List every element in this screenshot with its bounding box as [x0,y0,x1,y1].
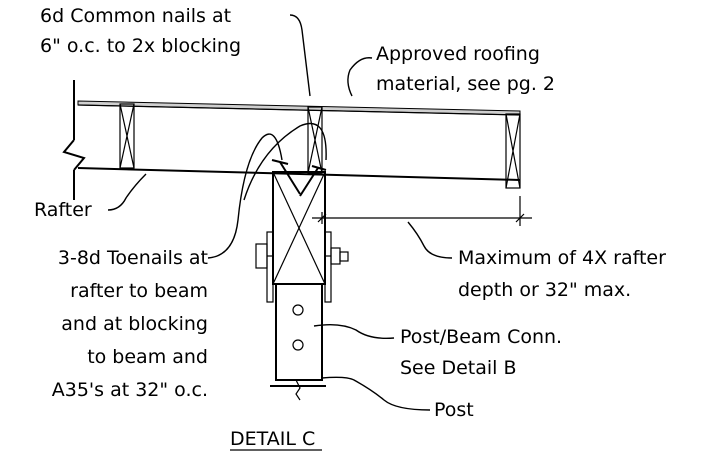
bolt [255,243,349,269]
roof-line2: material, see pg. 2 [376,73,555,95]
toenail-line3: and at blocking [61,313,208,335]
toenail-line1: 3-8d Toenails at [58,247,208,269]
label-rafter: Rafter [34,199,92,221]
left-wall [62,80,86,200]
conn-line1: Post/Beam Conn. [400,326,562,348]
toenail-line4: to beam and [87,346,208,368]
label-roofing: Approved roofing material, see pg. 2 [376,43,555,95]
leaders [107,14,453,411]
label-maximum: Maximum of 4X rafter depth or 32" max. [458,247,666,301]
detail-title: DETAIL C [230,428,322,451]
detail-title-text: DETAIL C [230,428,315,450]
roofing-material [77,100,521,116]
max-line2: depth or 32" max. [458,279,631,301]
nails-line1: 6d Common nails at [40,5,231,27]
label-nails: 6d Common nails at 6" o.c. to 2x blockin… [40,5,241,57]
toenails [271,159,327,197]
conn-line2: See Detail B [400,357,517,379]
nails-line2: 6" o.c. to 2x blocking [40,35,241,57]
beam [272,171,326,285]
label-toenails: 3-8d Toenails at rafter to beam and at b… [52,247,208,401]
post [270,283,326,401]
blocking-left [119,103,135,169]
roof-line1: Approved roofing [376,43,540,65]
label-post: Post [434,399,474,421]
toenail-line5: A35's at 32" o.c. [52,379,208,401]
rafter [77,167,521,181]
dimension-line [312,196,532,226]
blocking-center [307,106,323,174]
toenail-line2: rafter to beam [70,280,208,302]
rafter-label: Rafter [34,199,92,221]
label-connector: Post/Beam Conn. See Detail B [400,326,562,379]
post-label: Post [434,399,474,421]
max-line1: Maximum of 4X rafter [458,247,666,269]
blocking-right [505,113,521,189]
